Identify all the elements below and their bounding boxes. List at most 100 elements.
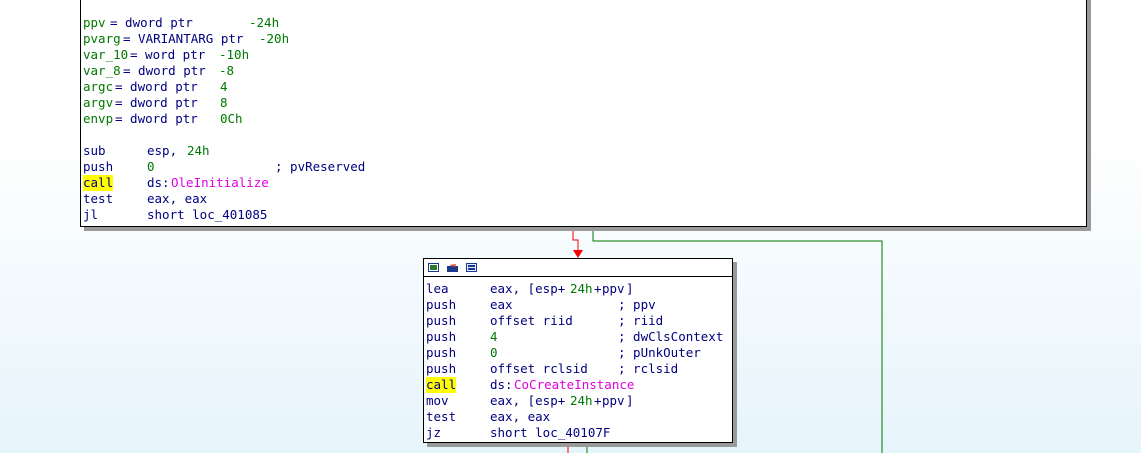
operand-immediate[interactable]: 24h bbox=[187, 143, 210, 158]
var-offset: -20h bbox=[259, 31, 290, 46]
operand-immediate[interactable]: 0 bbox=[490, 345, 498, 360]
var-row[interactable]: argc= dword ptr 4 bbox=[83, 79, 1086, 95]
var-type: = dword ptr bbox=[123, 63, 214, 78]
comment: ; pvReserved bbox=[275, 159, 366, 174]
edge-false-to-loc_401085 bbox=[592, 226, 883, 453]
operand-jump-target[interactable]: short loc_401085 bbox=[147, 207, 268, 222]
instruction-row[interactable]: push 0 ; pUnkOuter bbox=[426, 345, 732, 361]
operand-immediate[interactable]: 4 bbox=[490, 329, 498, 344]
mnemonic[interactable]: push bbox=[83, 159, 114, 174]
code-block-main[interactable]: ppv = dword ptr -24h pvarg= VARIANTARG pt… bbox=[80, 0, 1087, 227]
operand[interactable]: offset rclsid bbox=[490, 361, 588, 376]
var-row[interactable]: ppv = dword ptr -24h bbox=[83, 15, 1086, 31]
instruction-row[interactable]: test eax, eax bbox=[426, 409, 732, 425]
comment: ; riid bbox=[618, 313, 664, 328]
operand-segment[interactable]: ds: bbox=[147, 175, 170, 190]
var-offset: -10h bbox=[219, 47, 250, 62]
instruction-row[interactable]: jl short loc_401085 bbox=[83, 207, 1086, 223]
operand[interactable]: eax, [esp+ bbox=[490, 393, 566, 408]
var-type: = dword ptr bbox=[110, 15, 201, 30]
operand-bracket: ] bbox=[626, 393, 634, 408]
var-name[interactable]: envp bbox=[83, 111, 114, 126]
instruction-row[interactable]: push offset riid ; riid bbox=[426, 313, 732, 329]
mnemonic[interactable]: test bbox=[426, 409, 457, 424]
var-offset: 4 bbox=[220, 79, 228, 94]
mnemonic[interactable]: push bbox=[426, 361, 457, 376]
mnemonic[interactable]: push bbox=[426, 329, 457, 344]
var-type: = dword ptr bbox=[115, 111, 213, 126]
instruction-row[interactable]: lea eax, [esp+ 24h+ppv] bbox=[426, 281, 732, 297]
var-name[interactable]: argc bbox=[83, 79, 114, 94]
edge-true-arrowhead bbox=[573, 250, 583, 258]
mnemonic[interactable]: push bbox=[426, 313, 457, 328]
var-row[interactable]: var_8= dword ptr -8 bbox=[83, 63, 1086, 79]
mnemonic[interactable]: sub bbox=[83, 143, 106, 158]
color-icon[interactable] bbox=[428, 263, 439, 272]
mnemonic[interactable]: push bbox=[426, 297, 457, 312]
var-offset: 0Ch bbox=[220, 111, 243, 126]
var-name[interactable]: pvarg bbox=[83, 31, 121, 46]
var-name[interactable]: var_10 bbox=[83, 47, 129, 62]
mnemonic[interactable]: test bbox=[83, 191, 114, 206]
operand-plus: + bbox=[594, 393, 602, 408]
operand-bracket: ] bbox=[626, 281, 634, 296]
var-type: = VARIANTARG ptr bbox=[123, 31, 251, 46]
var-offset: -8 bbox=[219, 63, 235, 78]
instruction-row[interactable]: test eax, eax bbox=[83, 191, 1086, 207]
operand[interactable]: esp, bbox=[147, 143, 185, 158]
mnemonic-highlighted[interactable]: call bbox=[426, 377, 457, 393]
var-row[interactable]: pvarg= VARIANTARG ptr -20h bbox=[83, 31, 1086, 47]
var-offset: -24h bbox=[249, 15, 280, 30]
mnemonic[interactable]: push bbox=[426, 345, 457, 360]
instruction-row[interactable]: jz short loc_40107F bbox=[426, 425, 732, 441]
var-row[interactable]: var_10= word ptr -10h bbox=[83, 47, 1086, 63]
mnemonic[interactable]: mov bbox=[426, 393, 449, 408]
operand-var[interactable]: ppv bbox=[602, 281, 625, 296]
blank-line bbox=[83, 127, 1086, 143]
var-offset: 8 bbox=[220, 95, 228, 110]
operand-jump-target[interactable]: short loc_40107F bbox=[490, 425, 611, 440]
var-type: = word ptr bbox=[130, 47, 213, 62]
comment: ; dwClsContext bbox=[618, 329, 724, 344]
var-type: = dword ptr bbox=[115, 79, 213, 94]
mnemonic-highlighted[interactable]: call bbox=[83, 175, 114, 191]
operand-immediate[interactable]: 24h bbox=[570, 393, 593, 408]
instruction-row[interactable]: push 0 ; pvReserved bbox=[83, 159, 1086, 175]
operand[interactable]: eax, [esp+ bbox=[490, 281, 566, 296]
operand[interactable]: eax bbox=[490, 297, 513, 312]
mnemonic[interactable]: jl bbox=[83, 207, 99, 222]
operand-var[interactable]: ppv bbox=[602, 393, 625, 408]
instruction-row[interactable]: call ds:CoCreateInstance bbox=[426, 377, 732, 393]
var-name[interactable]: argv bbox=[83, 95, 114, 110]
mnemonic[interactable]: jz bbox=[426, 425, 442, 440]
var-name[interactable]: ppv bbox=[83, 15, 106, 30]
operand-segment[interactable]: ds: bbox=[490, 377, 513, 392]
var-row[interactable]: envp= dword ptr 0Ch bbox=[83, 111, 1086, 127]
instruction-row[interactable]: sub esp, 24h bbox=[83, 143, 1086, 159]
operand-import[interactable]: CoCreateInstance bbox=[514, 377, 635, 392]
operand[interactable]: eax, eax bbox=[490, 409, 551, 424]
var-row[interactable]: argv= dword ptr 8 bbox=[83, 95, 1086, 111]
graph-icon[interactable] bbox=[466, 263, 477, 272]
rename-icon[interactable] bbox=[447, 263, 458, 272]
var-type: = dword ptr bbox=[115, 95, 213, 110]
instruction-row[interactable]: mov eax, [esp+ 24h+ppv] bbox=[426, 393, 732, 409]
operand-immediate[interactable]: 0 bbox=[147, 159, 155, 174]
operand[interactable]: offset riid bbox=[490, 313, 573, 328]
var-name[interactable]: var_8 bbox=[83, 63, 121, 78]
operand-import[interactable]: OleInitialize bbox=[171, 175, 269, 190]
comment: ; pUnkOuter bbox=[618, 345, 701, 360]
operand-immediate[interactable]: 24h bbox=[570, 281, 593, 296]
instruction-row[interactable]: push 4 ; dwClsContext bbox=[426, 329, 732, 345]
block-header bbox=[424, 259, 732, 277]
operand[interactable]: eax, eax bbox=[147, 191, 208, 206]
mnemonic[interactable]: lea bbox=[426, 281, 449, 296]
instruction-row[interactable]: call ds:OleInitialize bbox=[83, 175, 1086, 191]
operand-plus: + bbox=[594, 281, 602, 296]
edge-true-to-block2 bbox=[572, 226, 579, 252]
